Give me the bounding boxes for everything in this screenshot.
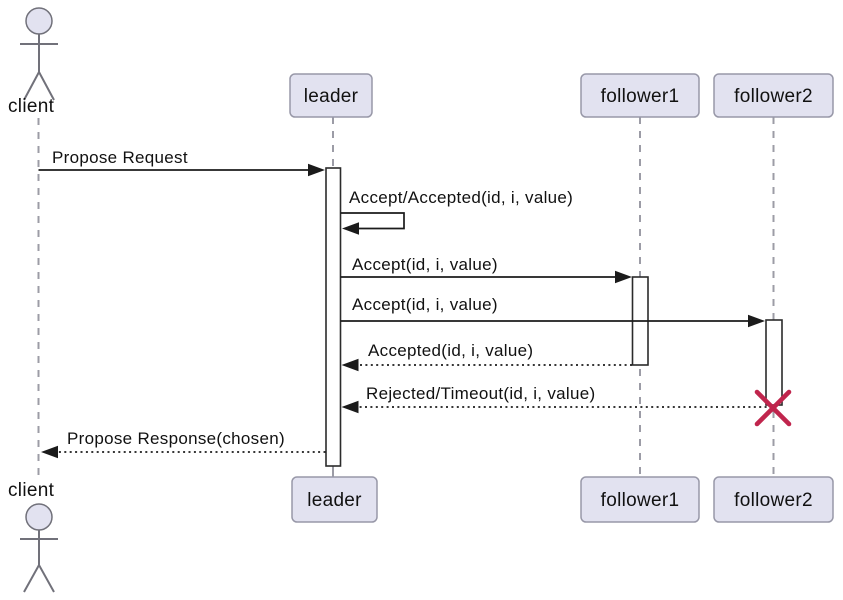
arrowhead-left-icon — [341, 400, 359, 414]
arrowhead-right-icon — [308, 163, 325, 177]
message-label: Rejected/Timeout(id, i, value) — [366, 384, 595, 403]
participant-label: follower2 — [734, 86, 813, 107]
message-line — [340, 212, 405, 230]
message-label: Accept(id, i, value) — [352, 255, 498, 274]
participant-follower2-bottom: follower2 — [713, 476, 834, 523]
participant-follower2-top: follower2 — [713, 73, 834, 118]
arrowhead-right-icon — [748, 314, 765, 328]
message-accept-follower2: Accept(id, i, value) — [340, 295, 765, 328]
participant-label: follower1 — [601, 86, 680, 107]
participant-follower1-top: follower1 — [580, 73, 700, 118]
message-label: Accept(id, i, value) — [352, 295, 498, 314]
activations — [325, 167, 783, 467]
arrowhead-left-icon — [341, 358, 359, 372]
participant-follower1-bottom: follower1 — [580, 476, 700, 523]
arrowhead-left-icon — [342, 222, 359, 235]
message-rejected-follower2: Rejected/Timeout(id, i, value) — [341, 384, 792, 427]
actor-head-icon — [25, 503, 53, 531]
participant-label: leader — [307, 490, 362, 511]
message-propose-response: Propose Response(chosen) — [41, 429, 326, 459]
message-label: Propose Request — [52, 148, 188, 167]
message-self-accept: Accept/Accepted(id, i, value) — [340, 188, 573, 235]
actor-label: client — [8, 480, 55, 501]
participant-label: follower1 — [601, 490, 680, 511]
message-accept-follower1: Accept(id, i, value) — [340, 255, 632, 284]
participants-bottom: leader follower1 follower2 — [291, 476, 834, 523]
destroy-x-stroke — [754, 389, 792, 427]
participant-box — [291, 476, 378, 523]
arrowhead-right-icon — [615, 270, 632, 284]
message-label: Propose Response(chosen) — [67, 429, 285, 448]
actor-client-bottom: client — [8, 480, 58, 593]
participant-leader-top: leader — [289, 73, 373, 118]
participant-box — [713, 73, 834, 118]
arrowhead-left-icon — [41, 445, 58, 459]
message-label: Accept/Accepted(id, i, value) — [349, 188, 573, 207]
message-propose-request: Propose Request — [38, 148, 325, 177]
actor-legs — [23, 562, 55, 593]
actor-client-top: client — [8, 7, 58, 117]
lifelines — [37, 117, 775, 477]
activation-leader — [325, 167, 342, 467]
participants-top: leader follower1 follower2 — [289, 73, 834, 118]
message-accepted-follower1: Accepted(id, i, value) — [341, 341, 632, 372]
participant-box — [713, 476, 834, 523]
destroy-x-icon — [754, 389, 792, 427]
message-label: Accepted(id, i, value) — [368, 341, 533, 360]
actor-label: client — [8, 96, 55, 117]
activation-follower2 — [765, 319, 783, 406]
participant-box — [580, 476, 700, 523]
participant-label: follower2 — [734, 490, 813, 511]
participant-leader-bottom: leader — [291, 476, 378, 523]
actor-head-icon — [25, 7, 53, 35]
actor-legs — [23, 69, 55, 101]
participant-label: leader — [304, 86, 359, 107]
participant-box — [580, 73, 700, 118]
participant-box — [289, 73, 373, 118]
